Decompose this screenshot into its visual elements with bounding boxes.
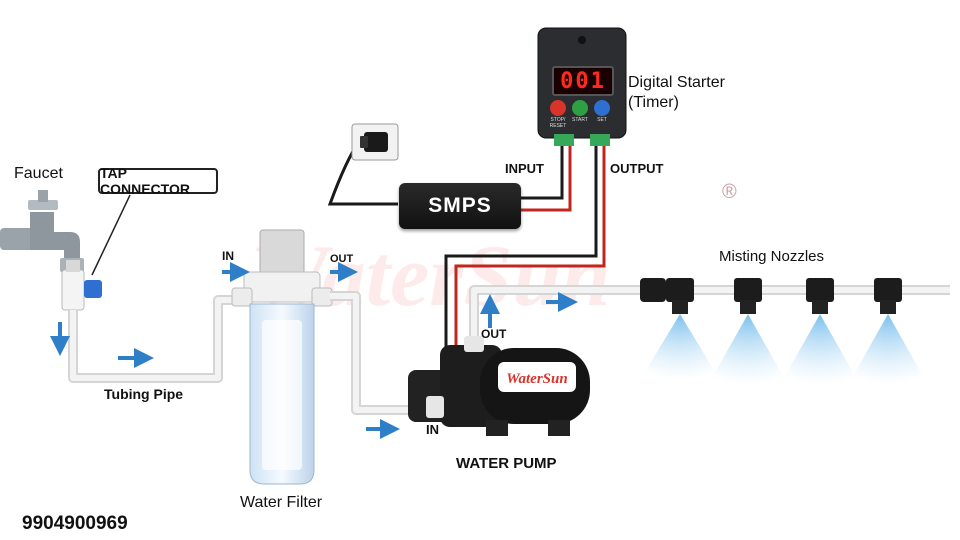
digital-starter-label: Digital Starter bbox=[628, 74, 725, 91]
phone-number: 9904900969 bbox=[22, 513, 128, 534]
smps-box: SMPS bbox=[399, 183, 521, 229]
pump-brand-text: WaterSun bbox=[506, 371, 567, 387]
pump-in-label: IN bbox=[426, 422, 439, 437]
tubing-pipe-1 bbox=[68, 295, 240, 383]
pump-out-label: OUT bbox=[481, 327, 507, 341]
tap-connector-icon bbox=[61, 260, 102, 311]
nozzle-4 bbox=[848, 278, 928, 385]
filter-in-label: IN bbox=[222, 249, 234, 263]
filter-out-label: OUT bbox=[330, 253, 354, 265]
water-pump-label: WATER PUMP bbox=[456, 455, 557, 472]
power-wires bbox=[327, 139, 606, 360]
tubing-pipe-label: Tubing Pipe bbox=[104, 386, 184, 402]
faucet-label: Faucet bbox=[14, 165, 63, 182]
water-filter-label: Water Filter bbox=[240, 494, 323, 511]
misting-nozzles-label: Misting Nozzles bbox=[719, 248, 825, 265]
misting-nozzles-group bbox=[640, 278, 928, 385]
set-label: SET bbox=[597, 117, 607, 123]
power-socket-icon bbox=[351, 123, 399, 161]
timer-label: (Timer) bbox=[628, 94, 679, 111]
nozzle-3 bbox=[780, 278, 860, 385]
water-filter-icon bbox=[231, 229, 333, 485]
tap-connector-label: TAP CONNECTOR bbox=[98, 165, 218, 197]
nozzle-1 bbox=[640, 278, 720, 380]
flow-arrows bbox=[50, 262, 578, 439]
timer-display: 001 bbox=[552, 66, 614, 96]
stop-reset-label: STOP/ RESET bbox=[549, 117, 567, 129]
output-label: OUTPUT bbox=[610, 161, 664, 176]
tap-connector-pointer bbox=[91, 194, 131, 276]
nozzle-2 bbox=[708, 278, 788, 385]
faucet-icon bbox=[0, 190, 84, 272]
water-pump-icon bbox=[408, 336, 590, 436]
start-label: START bbox=[572, 117, 588, 123]
registered-mark: ® bbox=[722, 181, 737, 203]
input-label: INPUT bbox=[505, 161, 544, 176]
